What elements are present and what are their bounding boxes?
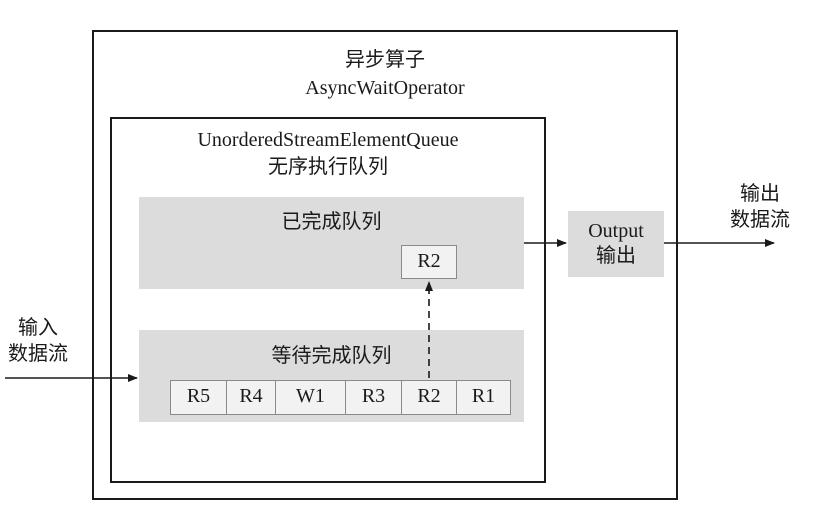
unordered-queue-box (110, 117, 546, 483)
output-stream-label-2: 数据流 (730, 209, 790, 231)
input-stream-label-2: 数据流 (8, 343, 68, 365)
input-stream-label-1: 输入 (18, 317, 58, 339)
completed-queue-panel (139, 197, 524, 289)
waiting-item: W1 (275, 380, 346, 415)
async-operator-box (92, 30, 678, 500)
waiting-queue-label: 等待完成队列 (271, 345, 392, 367)
waiting-item: R5 (170, 380, 227, 415)
operator-title-cn: 异步算子 (345, 49, 425, 71)
queue-title-en: UnorderedStreamElementQueue (197, 129, 459, 151)
output-label-en: Output (588, 220, 644, 242)
completed-queue-label: 已完成队列 (281, 211, 382, 233)
waiting-item: R1 (456, 380, 511, 415)
waiting-item: R2 (401, 380, 457, 415)
waiting-item: R3 (345, 380, 402, 415)
output-stream-label-1: 输出 (740, 183, 780, 205)
completed-item: R2 (401, 245, 457, 279)
output-box (568, 211, 664, 277)
output-label-cn: 输出 (596, 245, 636, 267)
queue-title-cn: 无序执行队列 (268, 156, 388, 178)
waiting-item: R4 (226, 380, 276, 415)
operator-title-en: AsyncWaitOperator (305, 77, 465, 99)
